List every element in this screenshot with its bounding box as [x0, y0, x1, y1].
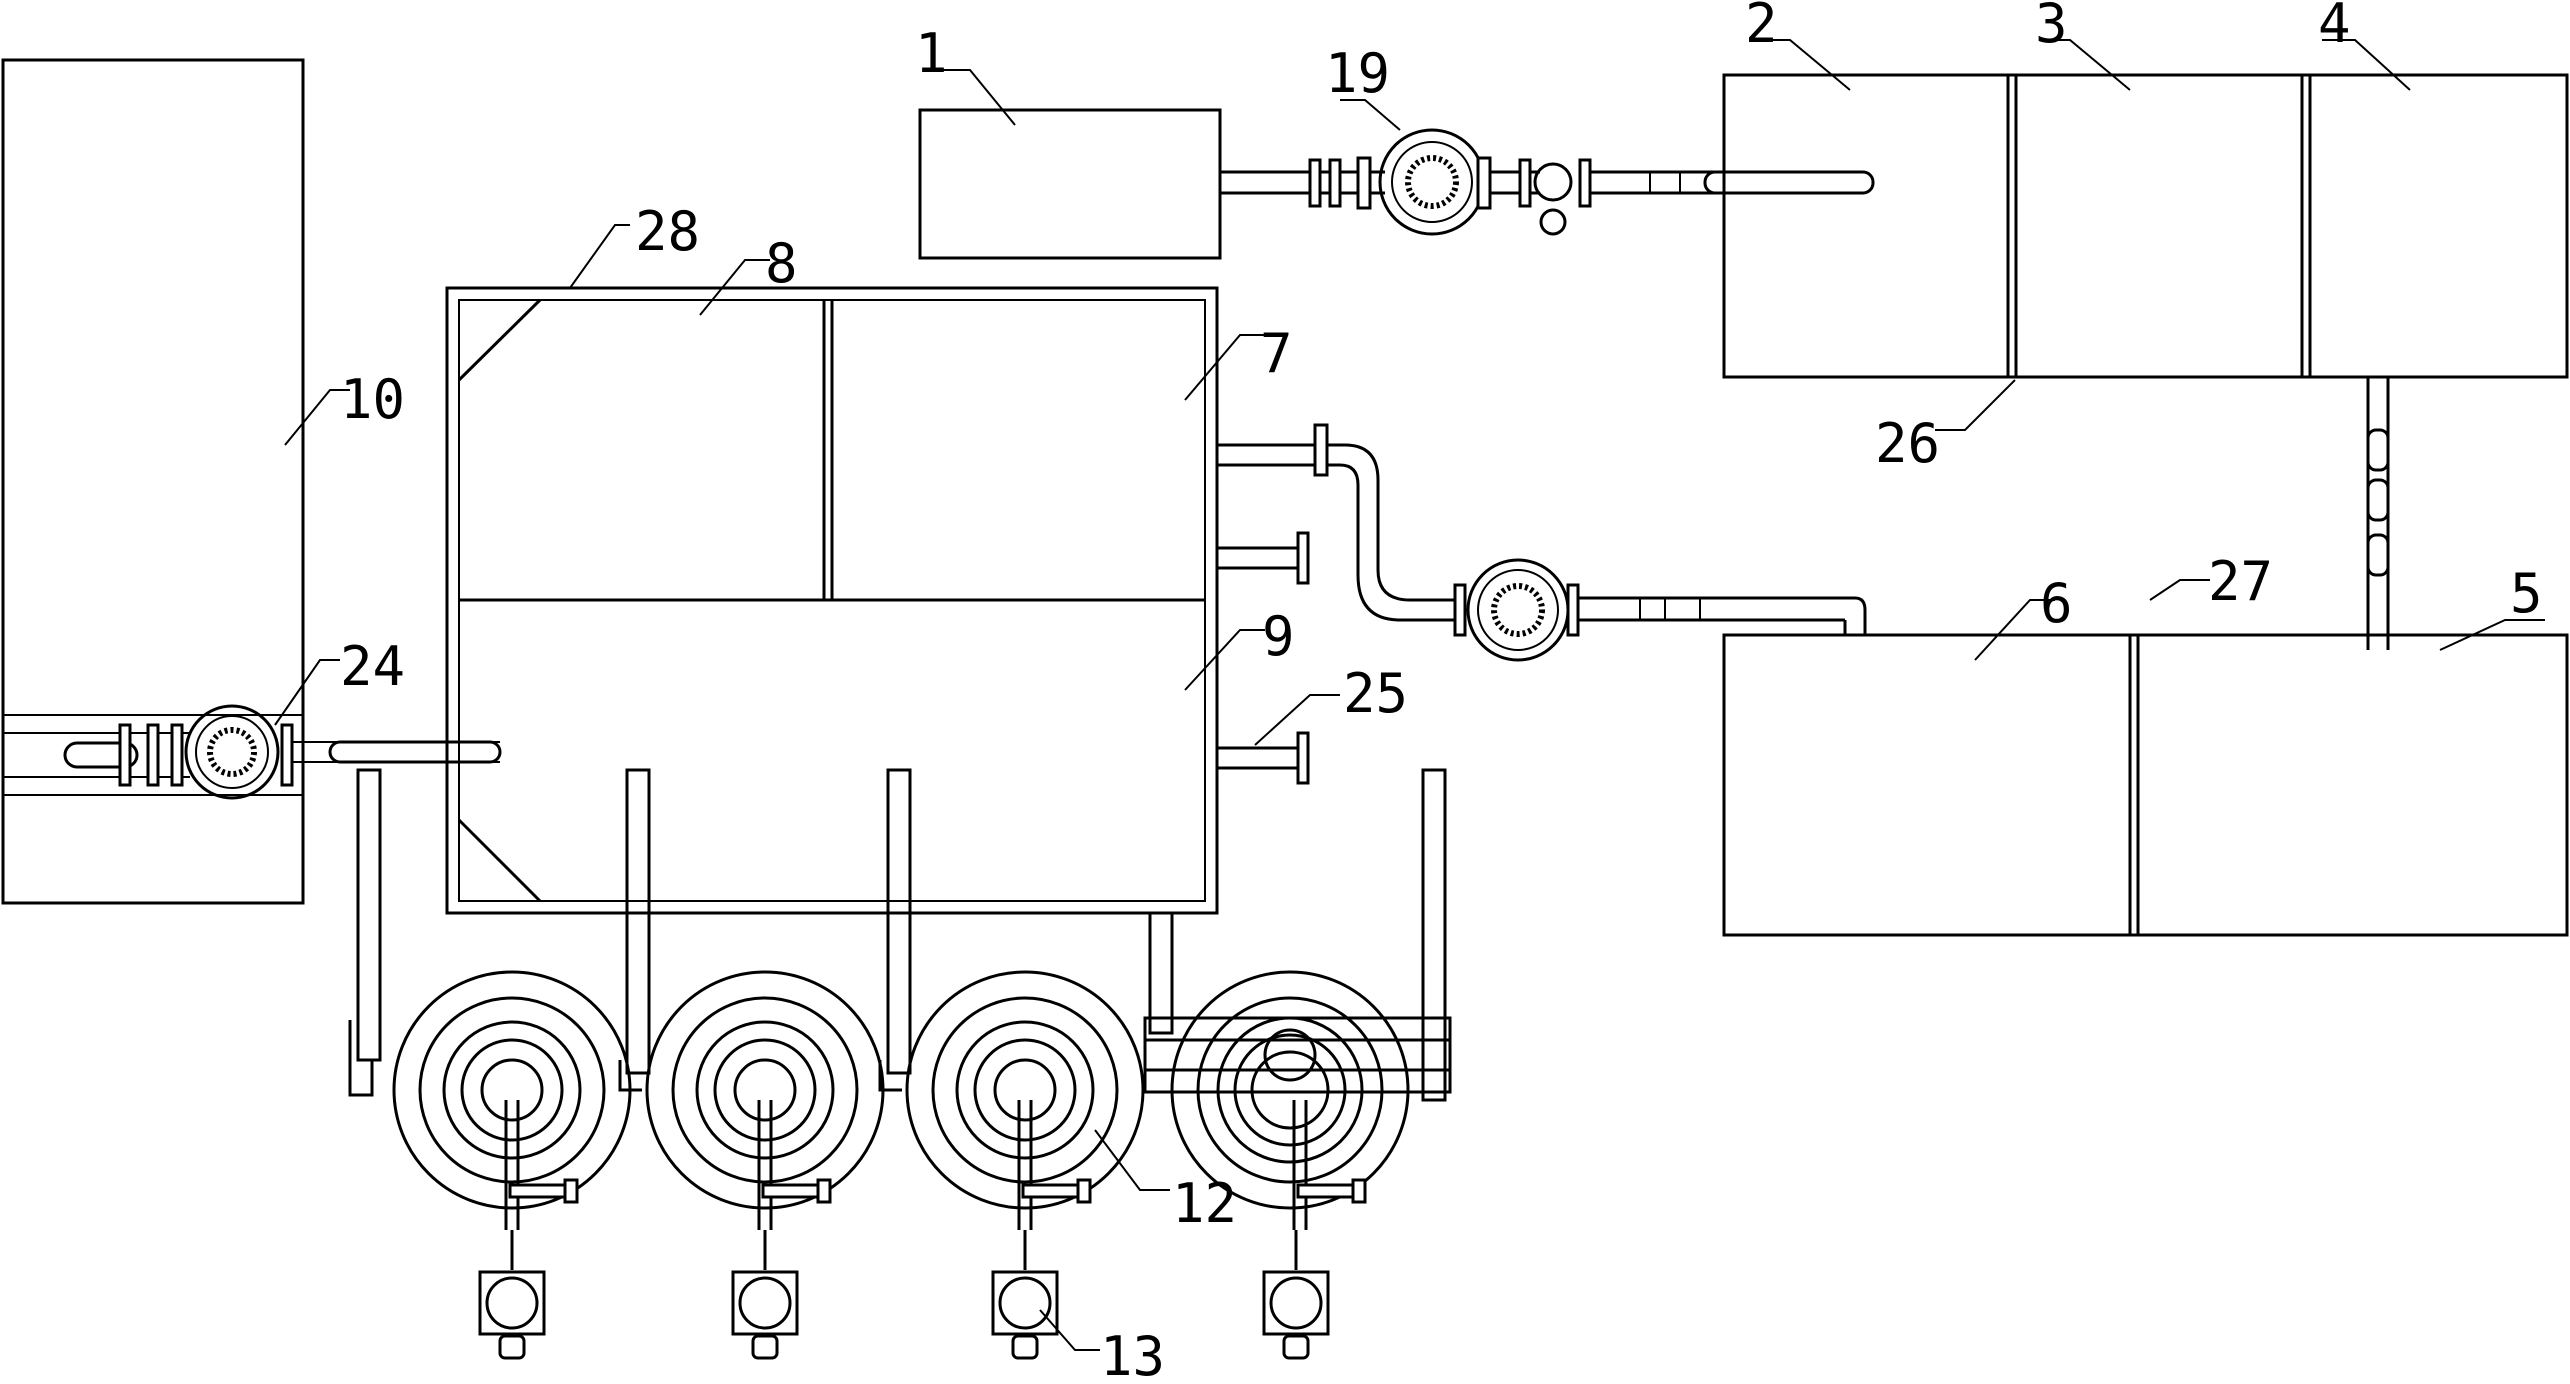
valve-icon: [1262, 1270, 1330, 1360]
label-8: 8: [765, 232, 798, 295]
leader-lines: [274, 39, 2545, 1351]
label-26: 26: [1875, 412, 1940, 475]
reel-1: [392, 970, 632, 1210]
valve-13-3: [991, 1270, 1059, 1360]
pump-19-assembly: [1220, 128, 1875, 236]
reel-3: [905, 970, 1145, 1210]
valve-icon: [731, 1270, 799, 1360]
reel-icon: [1170, 970, 1410, 1210]
valve-13-1: [478, 1270, 546, 1360]
valve-stacks: [504, 1100, 1367, 1270]
label-5: 5: [2510, 562, 2543, 625]
label-10: 10: [340, 368, 405, 431]
unit-1: [918, 108, 1222, 260]
label-27: 27: [2208, 550, 2273, 613]
label-19: 19: [1325, 42, 1390, 105]
label-3: 3: [2035, 0, 2068, 55]
tanks-2-3-4: [1722, 73, 2569, 379]
label-4: 4: [2318, 0, 2351, 55]
pump-icon: [1378, 128, 1486, 236]
label-1: 1: [915, 22, 948, 85]
pump-icon: [184, 704, 280, 800]
label-25: 25: [1343, 662, 1408, 725]
reel-2: [645, 970, 885, 1210]
reel-4: [1143, 970, 1452, 1210]
tanks-6-5: [1722, 633, 2569, 937]
label-6: 6: [2040, 572, 2073, 635]
valve-icon: [1533, 162, 1573, 236]
pump-icon: [1466, 558, 1570, 662]
tank-frame: [445, 286, 1329, 915]
reel-icon: [645, 970, 885, 1210]
transfer-pipe-7-6: [1327, 443, 1867, 662]
label-24: 24: [340, 635, 405, 698]
label-12: 12: [1172, 1172, 1237, 1235]
label-28: 28: [635, 200, 700, 263]
label-7: 7: [1260, 322, 1293, 385]
label-2: 2: [1745, 0, 1778, 55]
pump-24-assembly: [3, 704, 502, 800]
tank-10: [1, 58, 305, 905]
support-posts: [348, 768, 1447, 1102]
reel-icon: [392, 970, 632, 1210]
reel-icon: [905, 970, 1145, 1210]
label-9: 9: [1262, 605, 1295, 668]
labels: 1 19 2 3 4 5 6 7 8 9 10 12 13 24 25 26 2…: [340, 0, 2543, 1384]
connector-4-5: [2366, 377, 2390, 650]
valve-13-2: [731, 1270, 799, 1360]
valve-icon: [478, 1270, 546, 1360]
valve-icon: [991, 1270, 1059, 1360]
valve-13-4: [1262, 1270, 1330, 1360]
label-13: 13: [1100, 1325, 1165, 1384]
